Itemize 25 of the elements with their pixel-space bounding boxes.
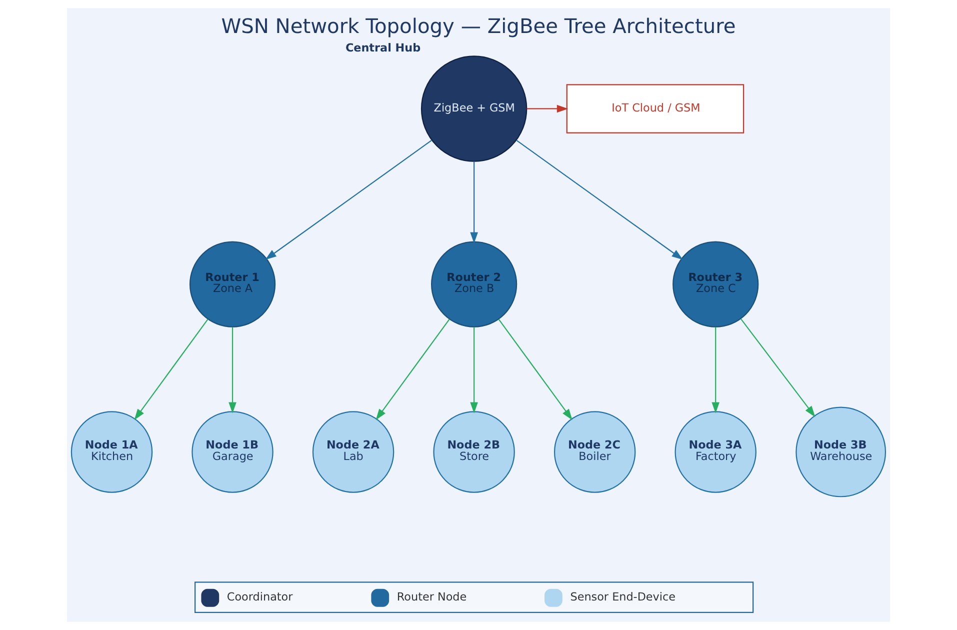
node-circle: Node 2B Store xyxy=(433,411,515,493)
node-circle: Node 1A Kitchen xyxy=(70,411,153,493)
arrow xyxy=(134,318,208,420)
node-circle: Node 3A Factory xyxy=(674,411,756,493)
node-circle: Node 1B Garage xyxy=(192,411,274,493)
arrow xyxy=(228,327,236,414)
node-circle: ZigBee + GSM xyxy=(420,56,528,162)
arrow xyxy=(376,318,450,420)
arrow xyxy=(712,327,720,414)
node-label: Central Hub xyxy=(345,42,421,55)
node-circle: Node 2C Boiler xyxy=(554,411,636,493)
arrow xyxy=(516,140,683,260)
arrow xyxy=(498,318,572,420)
node-circle: Router 2 Zone B xyxy=(431,241,518,328)
arrow xyxy=(526,104,568,113)
arrow xyxy=(470,161,478,244)
arrow xyxy=(265,140,432,260)
node-circle: Node 2A Lab xyxy=(312,411,394,493)
arrow xyxy=(740,318,816,418)
legend-label: Router Node xyxy=(396,590,467,604)
arrow xyxy=(470,327,478,414)
node-box: IoT Cloud / GSM xyxy=(566,84,744,134)
legend-label: Coordinator xyxy=(226,590,293,604)
legend-label: Sensor End-Device xyxy=(570,590,676,604)
diagram-title: WSN Network Topology — ZigBee Tree Architecture xyxy=(221,14,736,38)
